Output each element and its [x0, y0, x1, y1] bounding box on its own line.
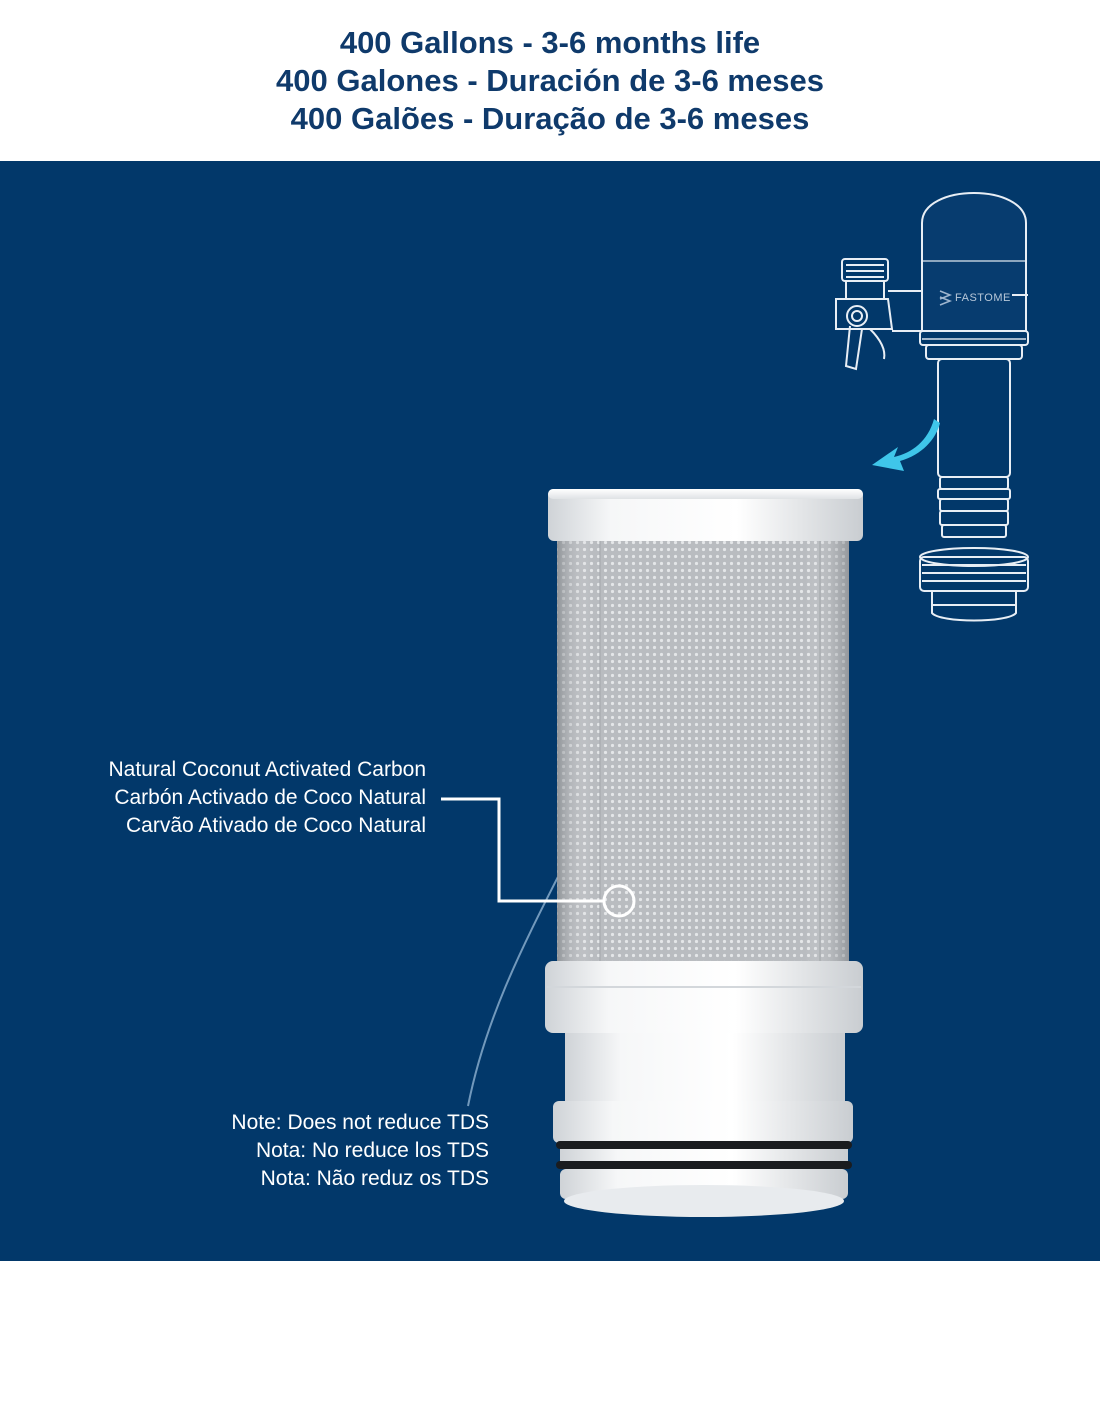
callout-connector-line [441, 797, 604, 903]
faucet-icon [835, 192, 1029, 622]
brand-logo-text: FASTOME [955, 292, 1011, 304]
headline-spanish: 400 Galones - Duración de 3-6 meses [276, 63, 824, 98]
product-illustration: FASTOME [441, 192, 1029, 1217]
footer-blank [0, 1261, 1100, 1422]
headline-english: 400 Gallons - 3-6 months life [339, 25, 761, 60]
callout-carbon-spanish: Carbón Activado de Coco Natural [114, 786, 426, 809]
callout-circle [602, 884, 636, 918]
product-panel: FASTOME [0, 161, 1100, 1261]
note-tds-spanish: Nota: No reduce los TDS [255, 1139, 489, 1162]
callout-carbon-english: Natural Coconut Activated Carbon [108, 758, 426, 781]
callout-carbon-portuguese: Carvão Ativado de Coco Natural [126, 814, 426, 837]
brand-logo [939, 290, 953, 306]
headline-portuguese: 400 Galões - Duração de 3-6 meses [290, 101, 810, 136]
filter-cartridge-icon [545, 489, 863, 1217]
arrow-icon [872, 419, 940, 471]
note-tds-english: Note: Does not reduce TDS [231, 1111, 489, 1134]
note-tds-portuguese: Nota: Não reduz os TDS [260, 1167, 489, 1190]
header: 400 Gallons - 3-6 months life 400 Galone… [0, 0, 1100, 161]
